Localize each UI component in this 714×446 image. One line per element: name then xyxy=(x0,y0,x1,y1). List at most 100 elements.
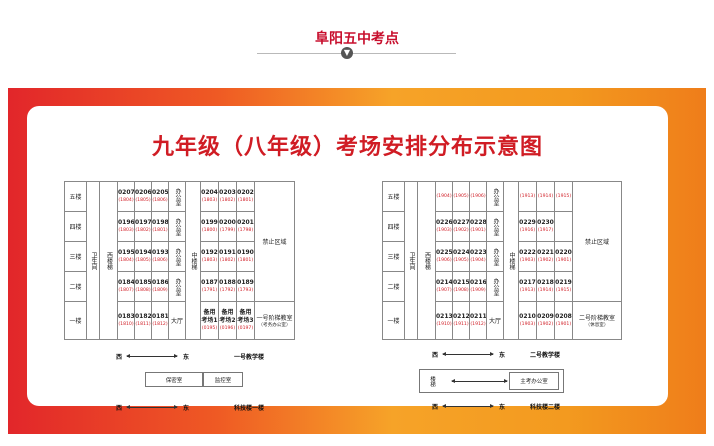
middle-stair: 中楼梯 xyxy=(185,181,201,340)
exam-room: 0206(1805) xyxy=(134,181,152,212)
dir2-east: 东 xyxy=(183,405,190,412)
page-header: 阜阳五中考点 ▼ xyxy=(0,0,714,88)
room-zhukao: 主考办公室 xyxy=(509,372,559,390)
floor-label: 五楼 xyxy=(382,181,405,212)
exam-room: 0224(1905) xyxy=(452,241,470,272)
exam-room: 0212(1911) xyxy=(452,301,470,340)
stair-label: 楼梯 xyxy=(429,375,435,387)
dir-east-right: 东 xyxy=(499,352,506,359)
floor-label: 三楼 xyxy=(64,241,87,272)
west-stair: 西楼梯 xyxy=(417,181,436,340)
middle-stair: 中楼梯 xyxy=(503,181,519,340)
floor-label: 四楼 xyxy=(64,211,87,242)
forbidden-area: 禁止区域 xyxy=(254,181,295,302)
exam-room: (1906) xyxy=(469,181,487,212)
weishengjian: 卫生间 xyxy=(404,181,418,340)
floor-label: 一楼 xyxy=(382,301,405,340)
exam-room: 备用考场2(0196) xyxy=(218,301,237,340)
dir-west-right: 西 xyxy=(432,352,439,359)
exam-room: 0219(1915) xyxy=(554,271,573,302)
exam-room: 0218(1914) xyxy=(536,271,555,302)
lecture-hall: 二号阶梯教室（休息室） xyxy=(572,301,622,340)
floor-label: 四楼 xyxy=(382,211,405,242)
building-name-right: 二号教学楼 xyxy=(530,352,561,359)
forbidden-area: 禁止区域 xyxy=(572,181,622,302)
exam-room: 0202(1801) xyxy=(236,181,255,212)
exam-room: 0200(1799) xyxy=(218,211,237,242)
exam-room: 0188(1792) xyxy=(218,271,237,302)
office: 办公室 xyxy=(168,271,186,302)
exam-room: 0181(1812) xyxy=(151,301,169,340)
exam-room: 0208(1901) xyxy=(554,301,573,340)
route-arrow xyxy=(451,379,508,383)
exam-room: 0227(1902) xyxy=(452,211,470,242)
office: 办公室 xyxy=(486,271,504,302)
exam-room: 0222(1903) xyxy=(518,241,537,272)
room-baomishi: 保密室 xyxy=(145,372,203,387)
direction-arrow-2 xyxy=(126,405,178,409)
direction-arrow xyxy=(126,354,178,358)
exam-room: 0204(1803) xyxy=(200,181,219,212)
exam-room: 备用考场1(0195) xyxy=(200,301,219,340)
lecture-hall: 一号阶梯教室（考务办公室） xyxy=(254,301,295,340)
hall: 大厅 xyxy=(486,301,504,340)
exam-room: 0192(1803) xyxy=(200,241,219,272)
exam-room: 0226(1903) xyxy=(435,211,453,242)
dir-west: 西 xyxy=(116,354,123,361)
floor-label: 五楼 xyxy=(64,181,87,212)
building2-name-right: 科技楼二楼 xyxy=(530,404,561,411)
exam-room: 0199(1800) xyxy=(200,211,219,242)
exam-room: (1905) xyxy=(452,181,470,212)
office: 办公室 xyxy=(486,241,504,272)
exam-room: 0196(1803) xyxy=(117,211,135,242)
exam-room: 0183(1810) xyxy=(117,301,135,340)
exam-room: 0215(1908) xyxy=(452,271,470,302)
office: 办公室 xyxy=(168,181,186,212)
exam-room: 0195(1804) xyxy=(117,241,135,272)
building-name: 一号教学楼 xyxy=(234,354,265,361)
exam-room: 0221(1902) xyxy=(536,241,555,272)
exam-room: (1904) xyxy=(435,181,453,212)
office: 办公室 xyxy=(168,211,186,242)
room-jiankongshi: 监控室 xyxy=(203,372,243,387)
building2-name: 科技楼一楼 xyxy=(234,405,265,412)
exam-room: 0189(1793) xyxy=(236,271,255,302)
floor-label: 三楼 xyxy=(382,241,405,272)
section-title: 阜阳五中考点 xyxy=(315,31,399,47)
exam-room: 0220(1901) xyxy=(554,241,573,272)
exam-room: 备用考场3(0197) xyxy=(236,301,255,340)
exam-room: 0185(1808) xyxy=(134,271,152,302)
dir2-west-right: 西 xyxy=(432,404,439,411)
exam-room: 0230(1917) xyxy=(536,211,555,242)
exam-room: 0198(1801) xyxy=(151,211,169,242)
exam-room: 0211(1912) xyxy=(469,301,487,340)
floor-label: 二楼 xyxy=(382,271,405,302)
exam-room: 0203(1802) xyxy=(218,181,237,212)
header-divider-right xyxy=(354,53,456,54)
floor-label: 一楼 xyxy=(64,301,87,340)
dir-east: 东 xyxy=(183,354,190,361)
floor-outline-right: 楼梯 xyxy=(419,369,564,393)
exam-room: (1915) xyxy=(554,181,573,212)
exam-room: 0197(1802) xyxy=(134,211,152,242)
exam-room: 0229(1916) xyxy=(518,211,537,242)
exam-room: 0205(1806) xyxy=(151,181,169,212)
dir2-east-right: 东 xyxy=(499,404,506,411)
exam-room: 0184(1807) xyxy=(117,271,135,302)
exam-room: 0190(1801) xyxy=(236,241,255,272)
exam-room: 0214(1907) xyxy=(435,271,453,302)
weishengjian: 卫生间 xyxy=(86,181,100,340)
exam-room: 0186(1809) xyxy=(151,271,169,302)
exam-room: 0228(1901) xyxy=(469,211,487,242)
main-title: 九年级（八年级）考场安排分布示意图 xyxy=(151,135,543,160)
chevron-down-icon[interactable]: ▼ xyxy=(341,47,353,59)
exam-room: 0201(1798) xyxy=(236,211,255,242)
exam-room: (1913) xyxy=(518,181,537,212)
exam-room: (1914) xyxy=(536,181,555,212)
exam-room: 0191(1802) xyxy=(218,241,237,272)
west-stair: 西楼梯 xyxy=(99,181,118,340)
office: 办公室 xyxy=(168,241,186,272)
exam-room: 0223(1904) xyxy=(469,241,487,272)
